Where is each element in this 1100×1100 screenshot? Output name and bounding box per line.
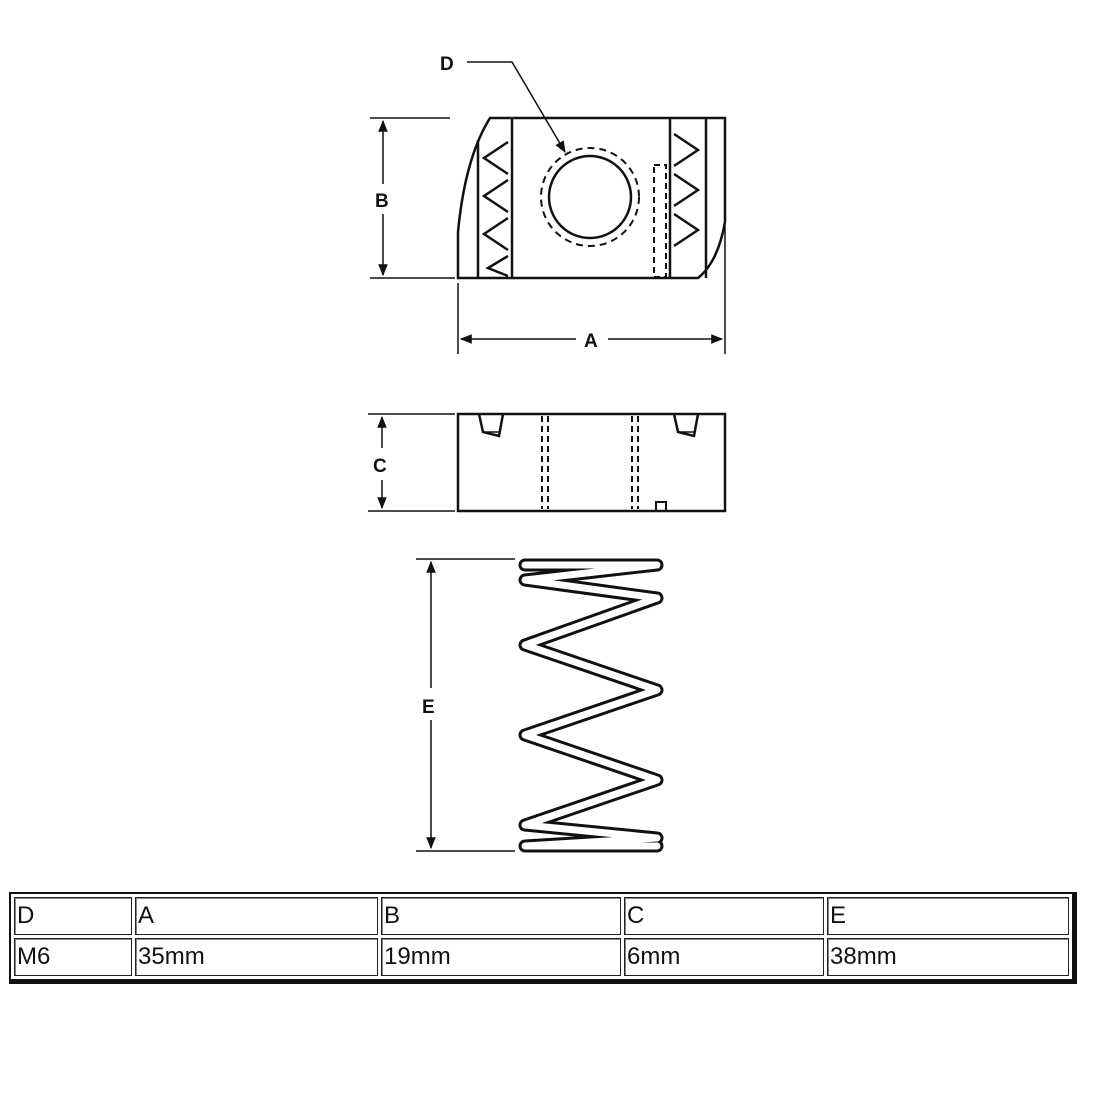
nut-top-view [456, 116, 727, 280]
nut-side-outline [456, 412, 727, 513]
label-b: B [375, 191, 389, 212]
right-teeth [673, 132, 701, 168]
threaded-hole [547, 154, 633, 240]
dimension-e [416, 558, 515, 852]
spec-table: D A B C E M6 35mm 19mm 6mm 38mm [9, 892, 1077, 984]
header-cell-b: B [381, 897, 621, 935]
header-cell-e: E [827, 897, 1069, 935]
value-cell-c: 6mm [624, 938, 824, 976]
nut-top-outline [456, 116, 727, 280]
header-cell-c: C [624, 897, 824, 935]
table-value-row: M6 35mm 19mm 6mm 38mm [14, 938, 1069, 976]
label-a: A [584, 331, 598, 352]
label-d: D [440, 54, 454, 75]
label-c: C [373, 456, 387, 477]
header-cell-d: D [14, 897, 132, 935]
value-cell-a: 35mm [135, 938, 378, 976]
value-cell-d: M6 [14, 938, 132, 976]
value-cell-e: 38mm [827, 938, 1069, 976]
table-header-row: D A B C E [14, 897, 1069, 935]
nut-side-view [456, 412, 727, 513]
dimension-a [457, 225, 726, 354]
technical-drawing: D B A C [368, 54, 727, 853]
dimension-b [370, 117, 455, 279]
header-cell-a: A [135, 897, 378, 935]
label-e: E [422, 697, 435, 718]
leader-d [467, 61, 566, 154]
value-cell-b: 19mm [381, 938, 621, 976]
left-teeth [481, 140, 509, 176]
dimension-c [368, 413, 455, 512]
